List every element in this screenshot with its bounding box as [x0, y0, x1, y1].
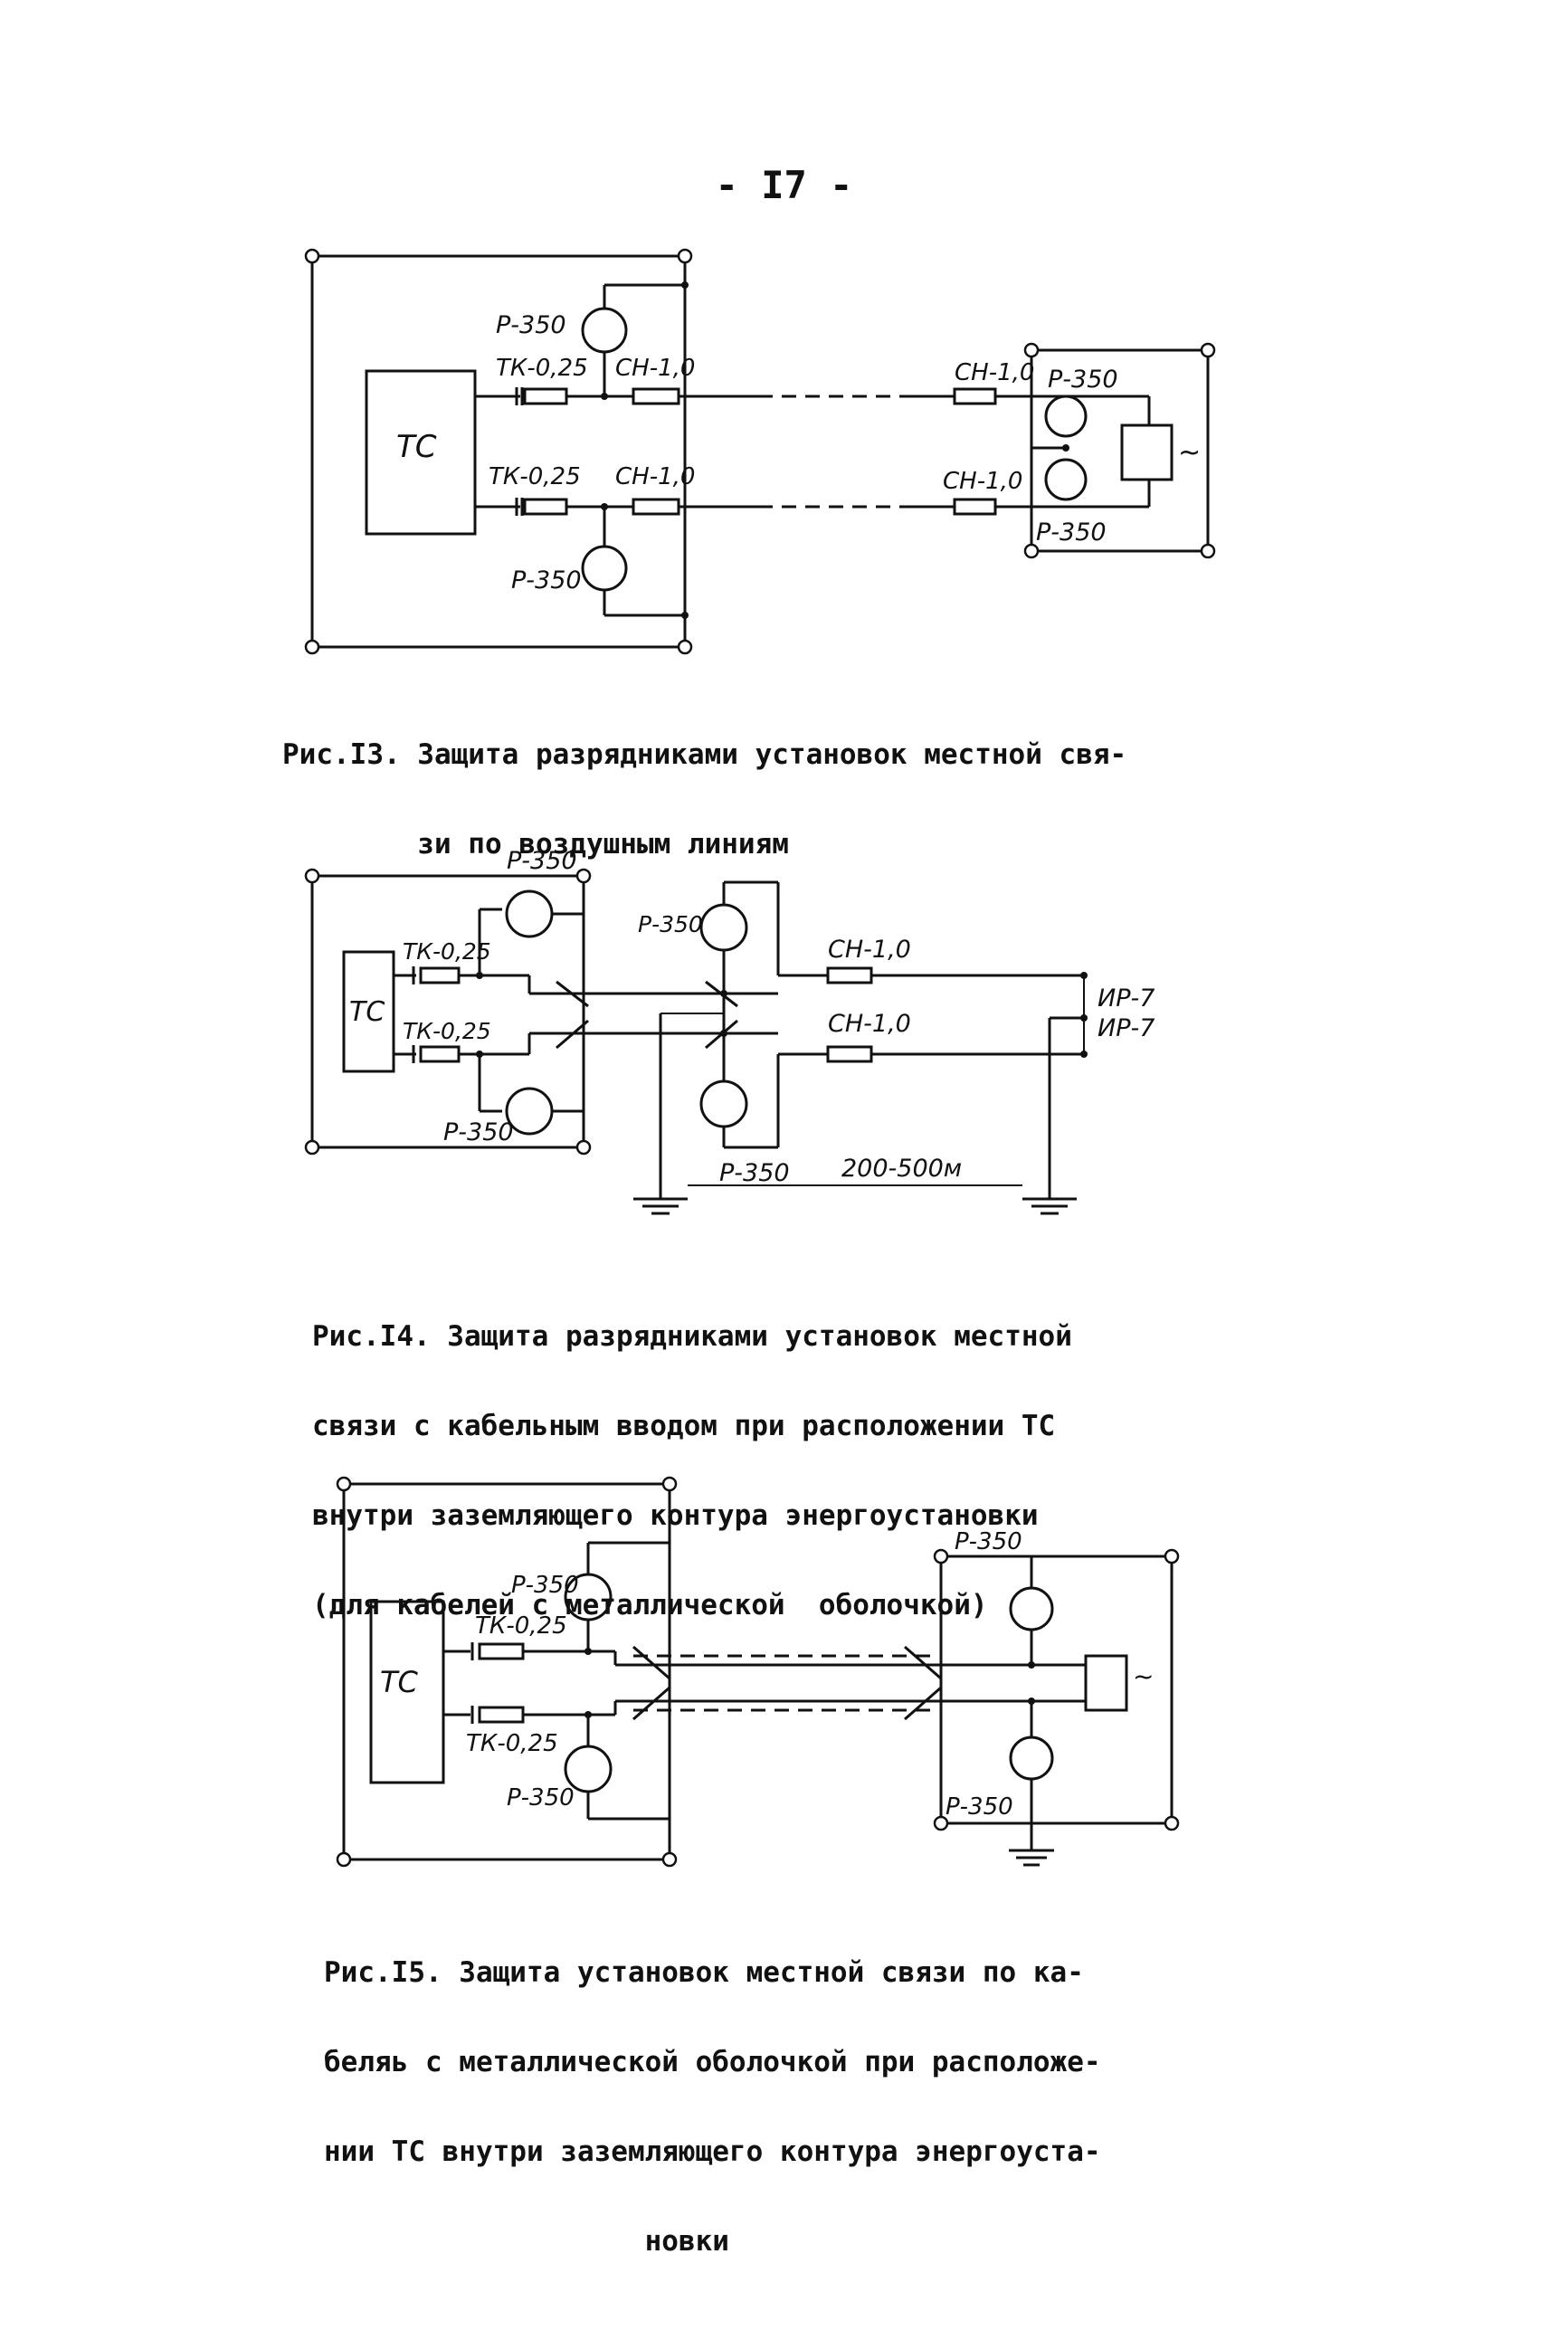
tk-label: ТК-0,25	[466, 1730, 558, 1757]
p350-label: Р-350	[511, 1572, 579, 1599]
subscriber-device	[1084, 1654, 1128, 1712]
p350-label: Р-350	[719, 1159, 790, 1187]
caption-line: внутри заземляющего контура энергоустано…	[312, 1499, 1039, 1532]
tc-label: ТС	[396, 429, 437, 465]
station-frame	[310, 874, 585, 1149]
arrester-bottom-right	[1009, 1736, 1054, 1781]
caption-line: Рис.I5. Защита установок местной связи п…	[324, 1956, 1084, 1989]
station-frame	[310, 254, 687, 649]
ip7-label: ИР-7	[1098, 1014, 1155, 1042]
p350-label: Р-350	[946, 1793, 1013, 1821]
tc-label: ТС	[349, 996, 385, 1028]
figure-13-caption: Рис.I3. Защита разрядниками установок ме…	[282, 680, 1126, 919]
tc-block	[342, 950, 395, 1073]
caption-line: беляь с металлической оболочкой при расп…	[324, 2046, 1101, 2078]
cn-label: СН-1,0	[615, 463, 695, 490]
frame-terminal	[677, 639, 693, 655]
cn-label: СН-1,0	[615, 355, 695, 382]
tilde-label: ~	[1133, 1661, 1154, 1691]
ip7-label: ИР-7	[1098, 984, 1155, 1013]
p350-label: Р-350	[507, 1784, 575, 1812]
caption-line: (для кабелей с металлической оболочкой)	[312, 1589, 988, 1621]
subscriber-device	[1120, 423, 1174, 481]
caption-line: связи с кабельным вводом при расположени…	[312, 1410, 1056, 1442]
tk-label: ТК-0,25	[403, 938, 491, 965]
caption-line: новки	[324, 2225, 729, 2258]
arrester-bottom-right	[1044, 458, 1088, 501]
frame-terminal	[304, 248, 320, 264]
caption-line: Рис.I4. Защита разрядниками установок ме…	[312, 1320, 1072, 1353]
figure-14-caption: Рис.I4. Защита разрядниками установок ме…	[312, 1262, 1072, 1680]
station-frame	[342, 1482, 671, 1861]
tk-label: ТК-0,25	[489, 463, 581, 490]
tk-label: ТК-0,25	[496, 355, 588, 382]
caption-line: зи по воздушным линиям	[282, 828, 789, 861]
tilde-label: ~	[1178, 437, 1201, 469]
p350-label: Р-350	[1036, 518, 1107, 547]
cn-label: СН-1,0	[943, 468, 1022, 495]
caption-line: нии ТС внутри заземляющего контура энерг…	[324, 2135, 1101, 2168]
p350-label: Р-350	[1048, 366, 1118, 394]
p350-label: Р-350	[507, 847, 577, 875]
subscriber-frame	[1030, 348, 1210, 553]
p350-label: Р-350	[511, 566, 582, 594]
tk-label: ТК-0,25	[403, 1018, 491, 1044]
tc-label: ТС	[380, 1665, 419, 1699]
p350-label: Р-350	[496, 311, 566, 339]
tc-block	[369, 1600, 445, 1784]
tk-label: ТК-0,25	[475, 1612, 567, 1640]
p350-label: Р-350	[443, 1118, 514, 1146]
distance-label: 200-500м	[841, 1155, 962, 1183]
page-number: - I7 -	[715, 163, 853, 207]
cn-label: СН-1,0	[955, 359, 1034, 386]
cn-label: СН-1,0	[828, 1010, 911, 1038]
subscriber-frame	[939, 1555, 1174, 1825]
arrester-top-right	[1009, 1586, 1054, 1631]
caption-line: Рис.I3. Защита разрядниками установок ме…	[282, 738, 1127, 771]
cn-label: СН-1,0	[828, 936, 911, 964]
figure-15-caption: Рис.I5. Защита установок местной связи п…	[324, 1898, 1101, 2316]
p350-label: Р-350	[955, 1528, 1022, 1555]
p350-label: Р-350	[638, 911, 703, 937]
frame-terminal	[304, 639, 320, 655]
tc-block	[365, 369, 477, 536]
frame-terminal	[677, 248, 693, 264]
